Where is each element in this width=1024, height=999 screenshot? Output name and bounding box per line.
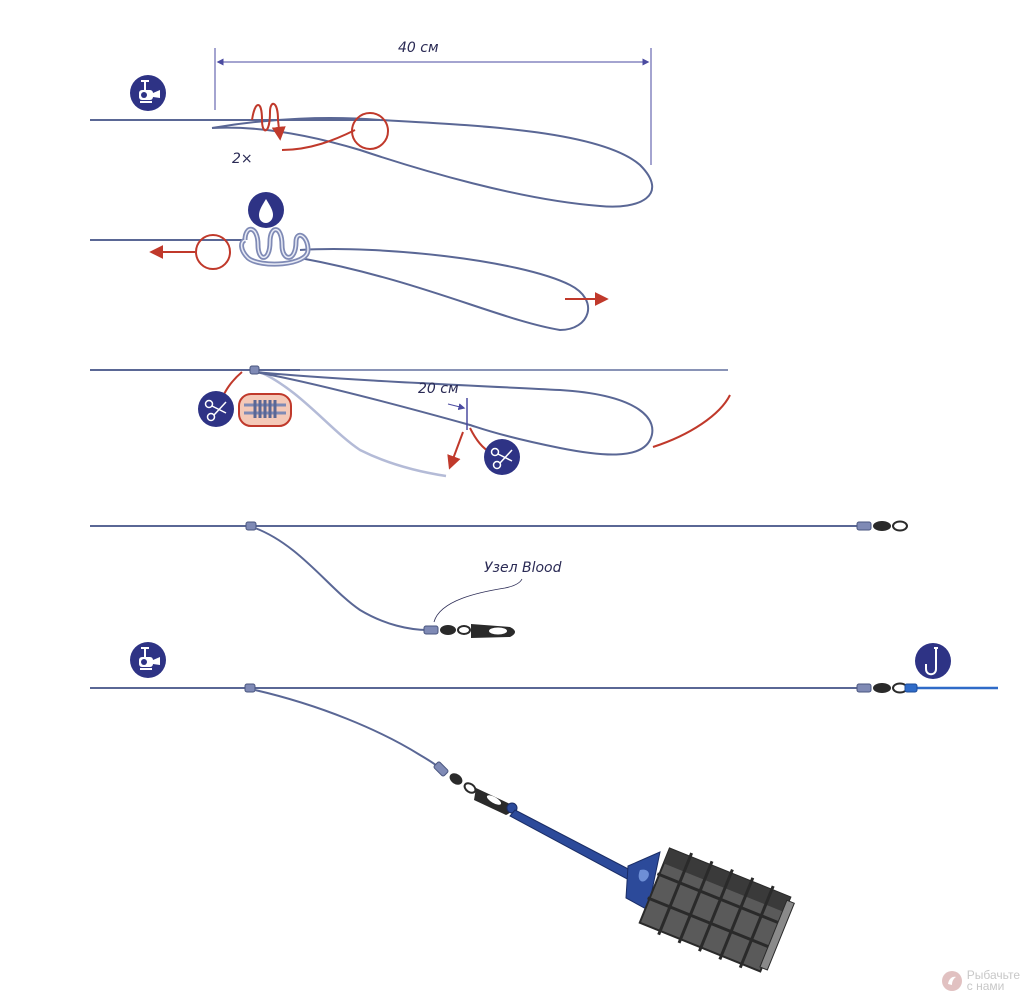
step-2 xyxy=(90,192,609,332)
dimension-pointer xyxy=(447,403,466,411)
feeder-dropper xyxy=(254,689,443,771)
knot-wraps xyxy=(249,365,260,375)
end-swivel xyxy=(856,682,908,694)
highlight-circle xyxy=(351,112,389,150)
dimension-label-20cm: 20 см xyxy=(418,381,459,397)
watermark-line-2: с нами xyxy=(966,979,1005,993)
knot-coils xyxy=(239,226,311,267)
scissors-icon xyxy=(198,391,234,427)
knot-coils-outline xyxy=(240,228,309,265)
step-3 xyxy=(90,365,731,478)
turns-label: 2× xyxy=(232,151,253,167)
scissors-icon xyxy=(484,439,520,475)
reel-icon xyxy=(130,75,166,111)
watermark-logo xyxy=(941,971,962,991)
cut-arrow xyxy=(447,431,464,470)
highlight-circle xyxy=(195,234,231,270)
dimension-label-40cm: 40 см xyxy=(398,40,439,56)
step-1 xyxy=(90,48,654,208)
knot-wraps xyxy=(245,521,257,531)
step-5 xyxy=(90,642,998,973)
wrap-return xyxy=(281,129,356,151)
wrap-turns xyxy=(251,102,286,141)
drop-icon xyxy=(248,192,284,228)
trimmed-end xyxy=(259,370,447,478)
reel-icon xyxy=(130,642,166,678)
snap-swivel xyxy=(423,624,515,638)
dropper-line xyxy=(254,527,429,631)
watermark: Рыбачьте с нами xyxy=(941,968,1020,993)
feeder-basket xyxy=(506,802,795,973)
hook-icon xyxy=(915,643,951,679)
loop-line xyxy=(254,371,654,456)
knot-wraps xyxy=(244,683,256,693)
doubled-loop xyxy=(211,117,654,208)
watermark-line-1: Рыбачьте xyxy=(966,968,1020,982)
loop-line xyxy=(299,248,590,332)
knot-name-label: Узел Blood xyxy=(484,560,562,576)
knot-pointer xyxy=(433,578,523,623)
cut-end-red xyxy=(652,394,731,448)
end-swivel xyxy=(856,520,908,532)
feeder-swivel xyxy=(433,761,512,815)
step-4 xyxy=(90,520,908,638)
hook-link-knot xyxy=(904,683,918,693)
knot-detail-badge xyxy=(238,393,292,427)
